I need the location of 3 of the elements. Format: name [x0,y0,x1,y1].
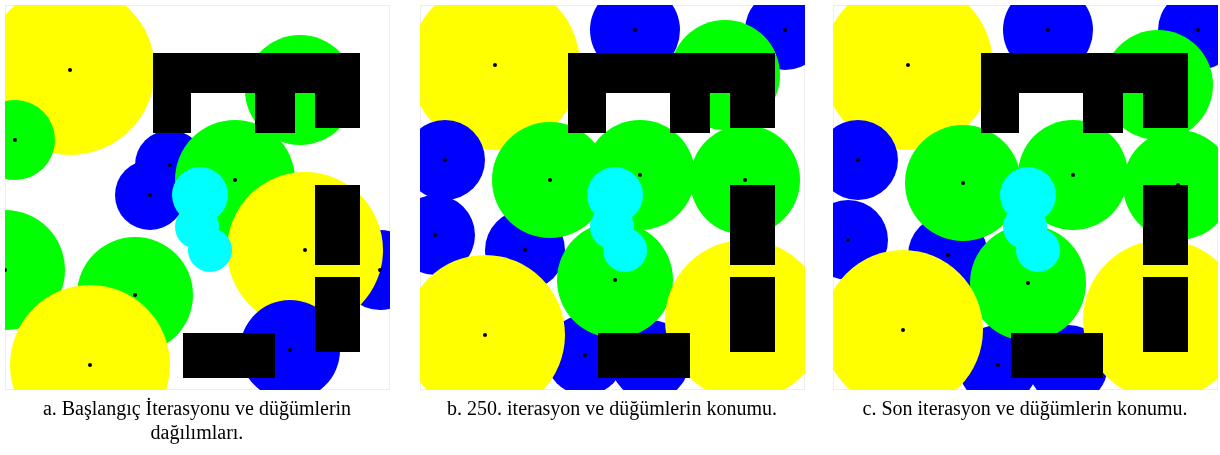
figure-caption: c. Son iterasyon ve düğümlerin konumu. [861,396,1189,420]
figure-caption: a. Başlangıç İterasyonu ve düğümlerin dağılımları. [41,396,353,444]
figure-caption: b. 250. iterasyon ve düğümlerin konumu. [447,396,777,420]
